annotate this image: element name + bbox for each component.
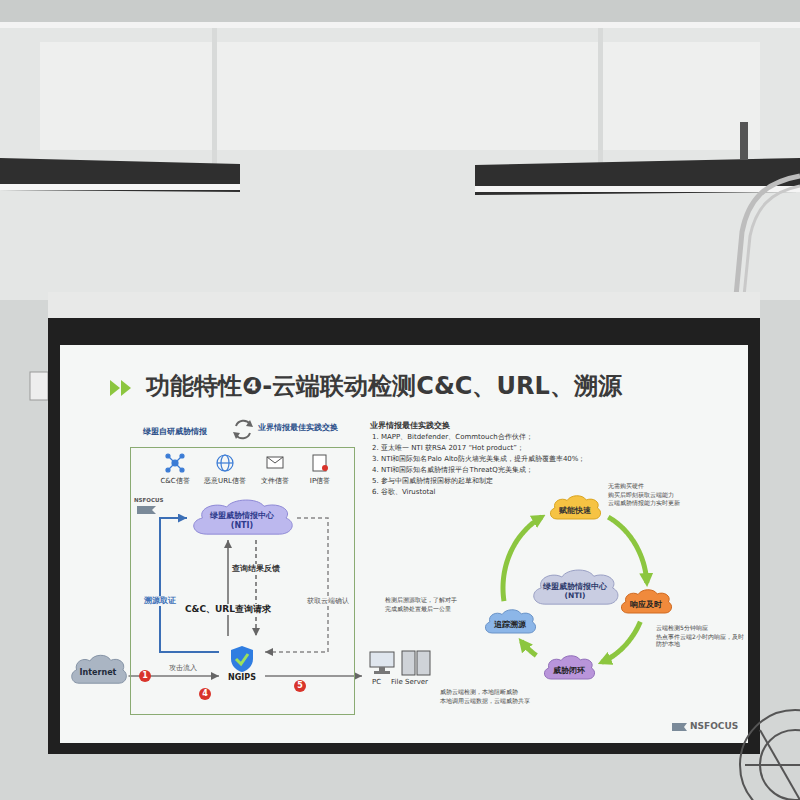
node-label: 绿盟威胁情报中心 (NTI) — [200, 511, 284, 530]
logo-flag — [137, 506, 156, 514]
cycle-arrow — [602, 622, 641, 663]
bullet-note: 云端检测5分钟响应 — [656, 624, 744, 631]
node-label: 赋能快速 — [559, 506, 591, 515]
edge-label: 查询结果反馈 — [230, 564, 282, 573]
cloud-node: 绿盟威胁情报中心 (NTI) — [187, 496, 297, 540]
cloud-node: 赋能快速 — [547, 493, 603, 523]
node-label: PC — [372, 678, 381, 686]
title-arrows — [110, 380, 131, 396]
bullet-note: 检测后溯源取证，了解对手 — [385, 596, 457, 603]
logo-flag — [672, 723, 687, 731]
bullet-note: 本地调用云端数据，云端威胁共享 — [440, 697, 530, 704]
exchange-icon — [233, 420, 253, 439]
list-item: 4. NTI和国际知名威胁情报平台ThreatQ完美集成； — [372, 466, 533, 474]
list-item: 1. MAPP、Bitdefender、Commtouch合作伙伴； — [372, 433, 533, 441]
edge-label: C&C、URL查询请求 — [183, 604, 273, 615]
list-item: 3. NTI和国际知名Palo Alto防火墙完美集成，提升威胁覆盖率40%； — [372, 455, 585, 463]
flow-arrow — [160, 518, 219, 652]
cycle-arrow — [503, 517, 542, 601]
cloud-node: 追踪溯源 — [482, 607, 538, 637]
cloud-node: 响应及时 — [618, 587, 674, 617]
node-label: File Server — [391, 678, 428, 686]
bullet-note: 热点事件云端2小时内响应，及时防护本地 — [656, 633, 744, 647]
edge-label: 溯源取证 — [142, 596, 178, 606]
node-label: NGIPS — [228, 673, 256, 683]
logo-text: NSFOCUS — [690, 721, 738, 732]
list-item: 5. 参与中国威胁情报国标的起草和制定 — [372, 477, 493, 485]
panel-heading: 绿盟自研威胁情报 — [143, 427, 207, 437]
edge-label: 攻击流入 — [167, 664, 199, 672]
reputation-icons — [166, 454, 328, 472]
icon-label: IP信誉 — [310, 477, 330, 485]
list-heading: 业界情报最佳实践交换 — [370, 421, 450, 430]
ngips-shield: NGIPS — [219, 636, 265, 692]
callout-number: 4 — [199, 688, 211, 700]
logo-text: NSFOCUS — [134, 497, 163, 504]
host-icons — [368, 650, 432, 676]
bullet-note: 无需购买硬件 — [608, 482, 644, 489]
list-item: 6. 谷歌、Virustotal — [372, 488, 435, 496]
flow-arrow — [265, 675, 362, 677]
icon-label: C&C信誉 — [160, 477, 189, 485]
bullet-note: 威胁云端检测，本地阻断威胁 — [440, 688, 518, 695]
icon-label: 恶意URL信誉 — [204, 477, 246, 485]
flow-arrow — [265, 518, 328, 652]
flow-arrow — [255, 540, 257, 636]
bullet-note: 完成威胁处置最后一公里 — [385, 605, 451, 612]
callout-number: 1 — [139, 670, 151, 682]
cloud-node: 绿盟威胁情报中心 (NTI) — [528, 566, 622, 610]
node-label: 绿盟威胁情报中心 (NTI) — [540, 582, 610, 600]
section-heading: 业界情报最佳实践交换 — [258, 423, 338, 432]
cloud-node: Internet — [68, 652, 129, 688]
flow-arrow — [227, 540, 229, 636]
node-label: Internet — [80, 668, 117, 678]
cycle-arrow — [608, 517, 647, 583]
shield-icon — [230, 645, 254, 673]
callout-number: 5 — [294, 680, 306, 692]
icon-label: 文件信誉 — [261, 477, 289, 485]
slide-title: 功能特性❹-云端联动检测C&C、URL、溯源 — [146, 370, 622, 402]
cycle-arrow — [521, 641, 536, 655]
bullet-note: 购买后即刻获取云端能力 — [608, 491, 674, 498]
edge-label: 获取云端确认 — [305, 597, 351, 605]
node-label: 追踪溯源 — [494, 620, 526, 629]
host-group: PC File Server — [362, 645, 438, 691]
panel-box: 绿盟威胁情报中心 (NTI)NGIPS绿盟自研威胁情报 — [130, 447, 355, 715]
node-label: 威胁闭环 — [553, 666, 585, 675]
bullet-note: 云端威胁情报能力实时更新 — [608, 499, 680, 506]
node-label: 响应及时 — [630, 600, 662, 609]
list-item: 2. 亚太唯一 NTI 获RSA 2017 “Hot product”； — [372, 444, 524, 452]
cloud-node: 威胁闭环 — [541, 653, 597, 683]
